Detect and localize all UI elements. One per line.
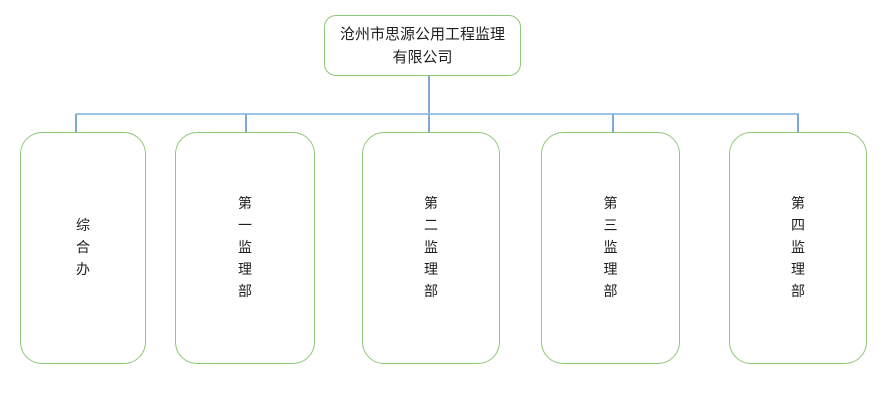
root-box-label-line1: 沧州市思源公用工程监理 (339, 24, 505, 43)
dept-box-label: 综合办 (76, 218, 90, 278)
dept-box-label: 第四监理部 (791, 196, 805, 300)
connector-horizontal (76, 113, 799, 115)
dept-box-general-office: 综合办 (20, 132, 146, 364)
dept-box-label: 第三监理部 (603, 196, 618, 300)
connector-drop-supervision-4 (797, 114, 799, 133)
dept-box-supervision-2: 第二监理部 (362, 132, 500, 364)
connector-drop-supervision-2 (428, 114, 430, 133)
dept-box-label: 第二监理部 (424, 196, 438, 300)
dept-box-supervision-1: 第一监理部 (175, 132, 315, 364)
connector-stem (428, 76, 430, 114)
dept-box-supervision-3: 第三监理部 (541, 132, 680, 364)
dept-box-label: 第一监理部 (238, 196, 252, 300)
connector-drop-general-office (75, 114, 77, 133)
root-box-label-line2: 有限公司 (392, 47, 453, 66)
dept-box-supervision-4: 第四监理部 (729, 132, 867, 364)
root-box-label: 沧州市思源公用工程监理 有限公司 (340, 23, 505, 69)
root-box: 沧州市思源公用工程监理 有限公司 (324, 15, 521, 76)
connector-drop-supervision-3 (612, 114, 614, 133)
connector-drop-supervision-1 (245, 114, 247, 133)
